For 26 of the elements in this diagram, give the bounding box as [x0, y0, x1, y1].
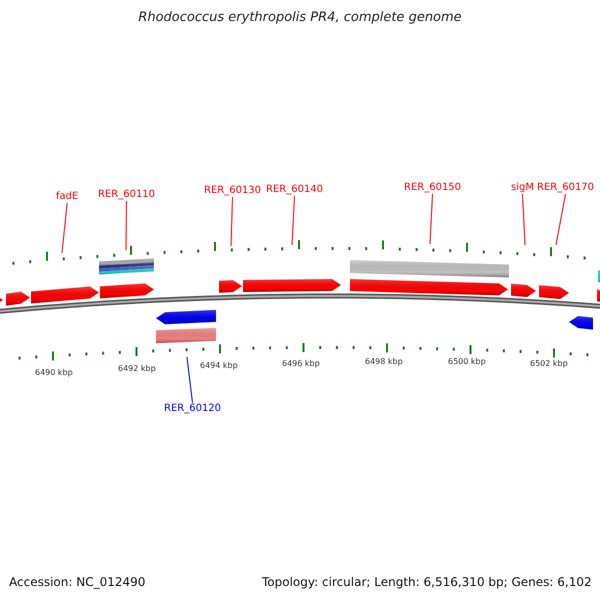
- scale-label: 6500 kbp: [448, 358, 486, 366]
- leader-line: [292, 196, 296, 246]
- diagram-title: Rhodococcus erythropolis PR4, complete genome: [137, 11, 463, 24]
- leader-line: [62, 202, 68, 254]
- leader-line: [126, 200, 128, 250]
- genome-summary-text: Topology: circular; Length: 6,516,310 bp; Genes: 6,102: [262, 576, 592, 588]
- scale-label: 6490 kbp: [35, 369, 73, 377]
- leader-line: [186, 356, 194, 404]
- gene-label: RER_60140: [266, 185, 324, 195]
- leader-line: [230, 196, 234, 246]
- gene-label: sigM: [511, 183, 534, 193]
- gene-label: RER_60110: [98, 190, 156, 200]
- gene-label: RER_60150: [404, 183, 462, 193]
- accession-text: Accession: NC_012490: [9, 576, 146, 588]
- leader-line: [522, 194, 526, 246]
- gene-label: RER_60130: [204, 186, 262, 196]
- scale-label: 6498 kbp: [365, 358, 403, 366]
- gene-label: fadE: [56, 192, 78, 202]
- scale-label: 6496 kbp: [282, 360, 320, 368]
- scale-label: 6494 kbp: [200, 362, 238, 370]
- leader-line: [556, 194, 566, 246]
- leader-line: [430, 194, 434, 244]
- gene-label: RER_60120: [164, 404, 222, 414]
- scale-label: 6492 kbp: [118, 365, 156, 373]
- gene-label: RER_60170: [537, 183, 594, 193]
- scale-label: 6502 kbp: [530, 360, 568, 368]
